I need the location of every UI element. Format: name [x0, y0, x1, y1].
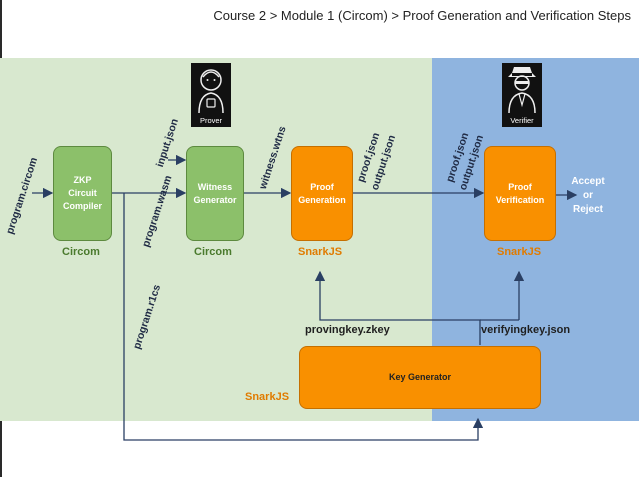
arrow-provingkey	[314, 270, 481, 345]
verifier-spy-icon: Verifier	[502, 63, 542, 127]
arrow-r1cs	[123, 193, 484, 441]
provingkey-label: provingkey.zkey	[305, 324, 390, 336]
prover-avatar-icon: Prover	[191, 63, 231, 127]
or-label: or	[583, 190, 593, 201]
verifier-label: Verifier	[510, 116, 534, 125]
keygen-tool-label: SnarkJS	[245, 391, 290, 403]
compiler-box: ZKP Circuit Compiler	[53, 146, 112, 241]
compiler-tool-label: Circom	[62, 246, 100, 258]
proofver-tool-label: SnarkJS	[497, 246, 542, 258]
proof-verification-box: Proof Verification	[484, 146, 556, 241]
proof-verification-text: Proof Verification	[495, 181, 545, 205]
verifyingkey-label: verifyingkey.json	[481, 324, 571, 336]
proofgen-tool-label: SnarkJS	[298, 246, 343, 258]
proof-generation-text: Proof Generation	[298, 181, 346, 205]
reject-label: Reject	[572, 204, 603, 215]
accept-label: Accept	[571, 176, 605, 187]
witness-generator-text: Witness Generator	[193, 181, 237, 205]
key-generator-box: Key Generator	[299, 346, 541, 409]
key-generator-text: Key Generator	[388, 372, 452, 382]
witness-generator-box: Witness Generator	[186, 146, 244, 241]
compiler-text: ZKP Circuit Compiler	[62, 175, 102, 211]
breadcrumb-title: Course 2 > Module 1 (Circom) > Proof Gen…	[213, 8, 631, 23]
prover-label: Prover	[199, 116, 223, 125]
witness-tool-label: Circom	[194, 246, 232, 258]
proof-generation-box: Proof Generation	[291, 146, 353, 241]
